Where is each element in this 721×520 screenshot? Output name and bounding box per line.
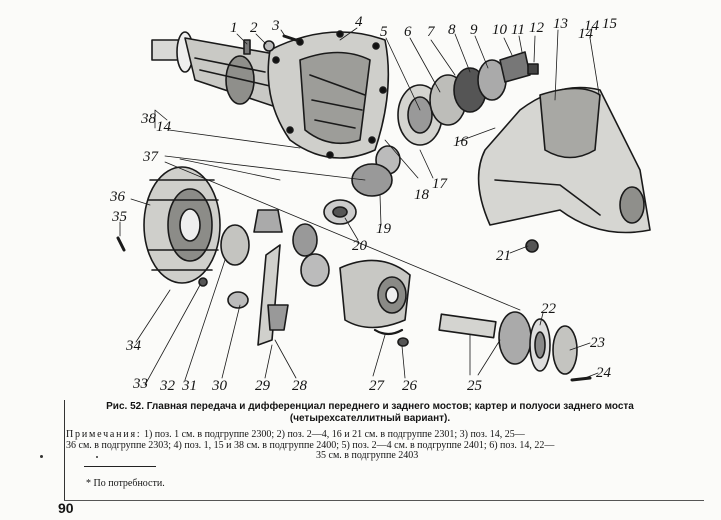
callout-25: 25 (467, 378, 483, 394)
scan-speck (96, 456, 98, 458)
callout-32: 32 (159, 378, 176, 394)
carrier-housing-part (267, 30, 390, 159)
callout-34: 34 (125, 338, 142, 354)
callout-14a: 14 (578, 26, 594, 42)
callout-27: 27 (369, 378, 386, 394)
scan-speck (40, 455, 43, 458)
callout-24: 24 (596, 365, 612, 381)
callout-13: 13 (553, 16, 568, 32)
footnote: * По потребности. (86, 478, 165, 489)
footnote-rule (84, 466, 156, 467)
callout-33: 33 (132, 376, 148, 392)
page-frame-bottom (64, 500, 704, 501)
callout-6: 6 (404, 24, 412, 40)
callout-14b: 14 (156, 119, 172, 135)
callout-21: 21 (496, 248, 511, 264)
callout-30: 30 (211, 378, 228, 394)
notes-heading: Примечания: (66, 429, 142, 440)
callout-31: 31 (181, 378, 197, 394)
callout-10: 10 (492, 22, 508, 38)
callout-numbers: 1 2 3 4 5 6 7 8 9 10 11 12 13 14 15 14 1… (109, 14, 618, 394)
callout-2: 2 (250, 20, 258, 36)
callout-38: 38 (140, 111, 157, 127)
callout-5: 5 (380, 24, 388, 40)
callout-4: 4 (355, 14, 363, 30)
differential-gears (198, 209, 330, 346)
front-axle-housing-part (151, 31, 286, 111)
callout-29: 29 (255, 378, 271, 394)
drive-pinion-assembly (397, 51, 539, 146)
callout-17: 17 (432, 176, 449, 192)
callout-14c: 14 (584, 18, 600, 34)
callout-12: 12 (529, 20, 545, 36)
leader-lines (119, 27, 601, 386)
callout-16: 16 (453, 134, 469, 150)
callout-37: 37 (142, 149, 160, 165)
exploded-view-drawing: 1 2 3 4 5 6 7 8 9 10 11 12 13 14 15 14 1… (109, 14, 651, 394)
callout-7: 7 (427, 24, 436, 40)
callout-18: 18 (414, 187, 430, 203)
callout-8: 8 (448, 22, 456, 38)
notes-line-3: 35 см. в подгруппе 2403 (316, 450, 419, 461)
callout-20: 20 (352, 238, 368, 254)
callout-35: 35 (111, 209, 128, 225)
callout-15: 15 (602, 16, 618, 32)
half-shaft-part (116, 236, 592, 382)
bearings-middle (323, 145, 401, 225)
caption-line-1: Рис. 52. Главная передача и дифференциал… (106, 401, 634, 412)
callout-3: 3 (271, 18, 280, 34)
callout-1: 1 (230, 20, 238, 36)
caption-line-2: (четырехсателлитный вариант). (289, 413, 451, 424)
ring-gear-part (143, 166, 221, 284)
fasteners-top (243, 34, 298, 55)
callout-19: 19 (376, 221, 392, 237)
differential-case-part (339, 259, 411, 347)
callout-23: 23 (590, 335, 605, 351)
rear-axle-housing-part (477, 86, 651, 253)
callout-11: 11 (511, 22, 525, 38)
callout-36: 36 (109, 189, 126, 205)
callout-26: 26 (402, 378, 418, 394)
notes-block: Примечания: 1) поз. 1 см. в подгруппе 23… (66, 429, 694, 462)
notes-line-2: 36 см. в подгруппе 2303; 4) поз. 1, 15 и… (66, 439, 555, 451)
callout-22: 22 (541, 301, 557, 317)
callout-28: 28 (292, 378, 308, 394)
callout-9: 9 (470, 22, 478, 38)
figure-caption: Рис. 52. Главная передача и дифференциал… (70, 401, 670, 425)
page-frame-left (64, 400, 65, 500)
notes-line-1: 1) поз. 1 см. в подгруппе 2300; 2) поз. … (143, 429, 525, 440)
page-number: 90 (58, 500, 74, 516)
